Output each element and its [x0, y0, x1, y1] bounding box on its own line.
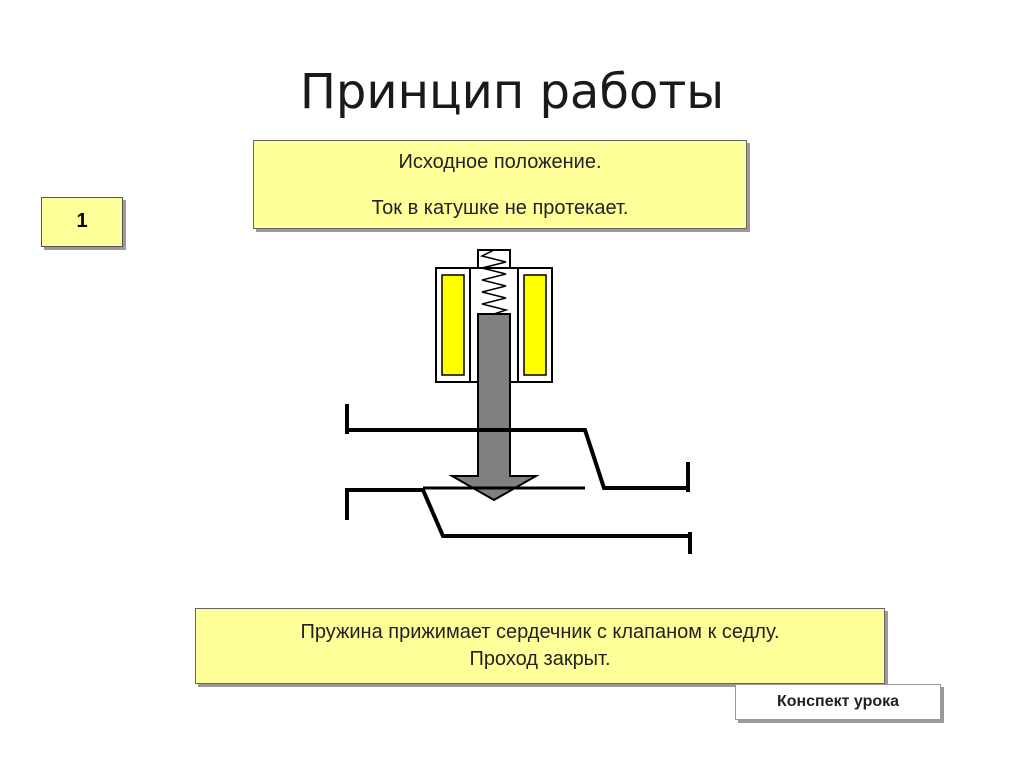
state-note-line-1: Исходное положение. [398, 151, 602, 173]
coil-winding-left [441, 274, 465, 376]
coil-winding-right [523, 274, 547, 376]
valve-body [345, 404, 692, 554]
explanation-note-line-1: Пружина прижимает сердечник с клапаном к… [300, 621, 780, 643]
state-note-line-2: Ток в катушке не протекает. [371, 197, 629, 219]
slide-title: Принцип работы [299, 64, 725, 120]
lesson-notes-button[interactable]: Конспект урока [735, 684, 941, 720]
state-note: Исходное положение. Ток в катушке не про… [253, 140, 747, 229]
explanation-note-line-2: Проход закрыт. [469, 648, 611, 670]
explanation-note: Пружина прижимает сердечник с клапаном к… [195, 608, 885, 684]
spring-icon [479, 249, 509, 315]
step-number-badge: 1 [41, 197, 123, 247]
